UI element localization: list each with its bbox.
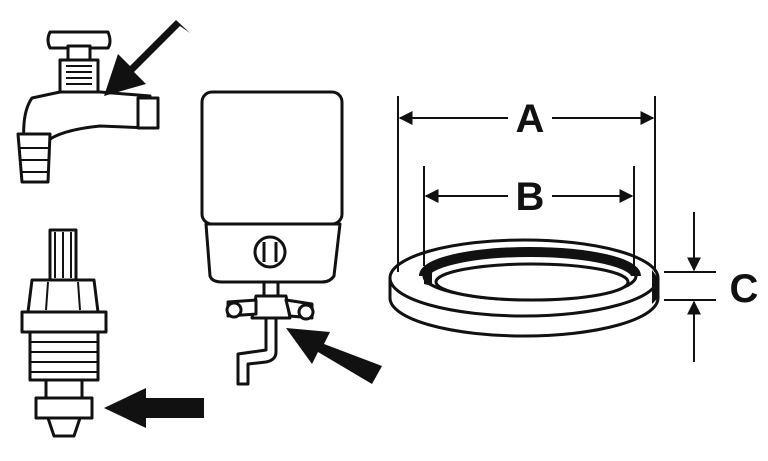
pointer-arrow-tap — [104, 20, 190, 96]
dimension-label-c: C — [730, 267, 759, 311]
pointer-arrow-heater — [286, 328, 382, 384]
dimension-lines — [397, 96, 716, 362]
dimension-label-a: A — [516, 97, 545, 141]
tap-cartridge-illustration — [20, 228, 108, 438]
garden-tap-illustration — [16, 30, 160, 184]
dimension-label-b: B — [516, 175, 545, 219]
water-heater-illustration — [200, 90, 344, 386]
pointer-arrow-cartridge — [104, 388, 204, 428]
washer-ring — [388, 238, 660, 338]
